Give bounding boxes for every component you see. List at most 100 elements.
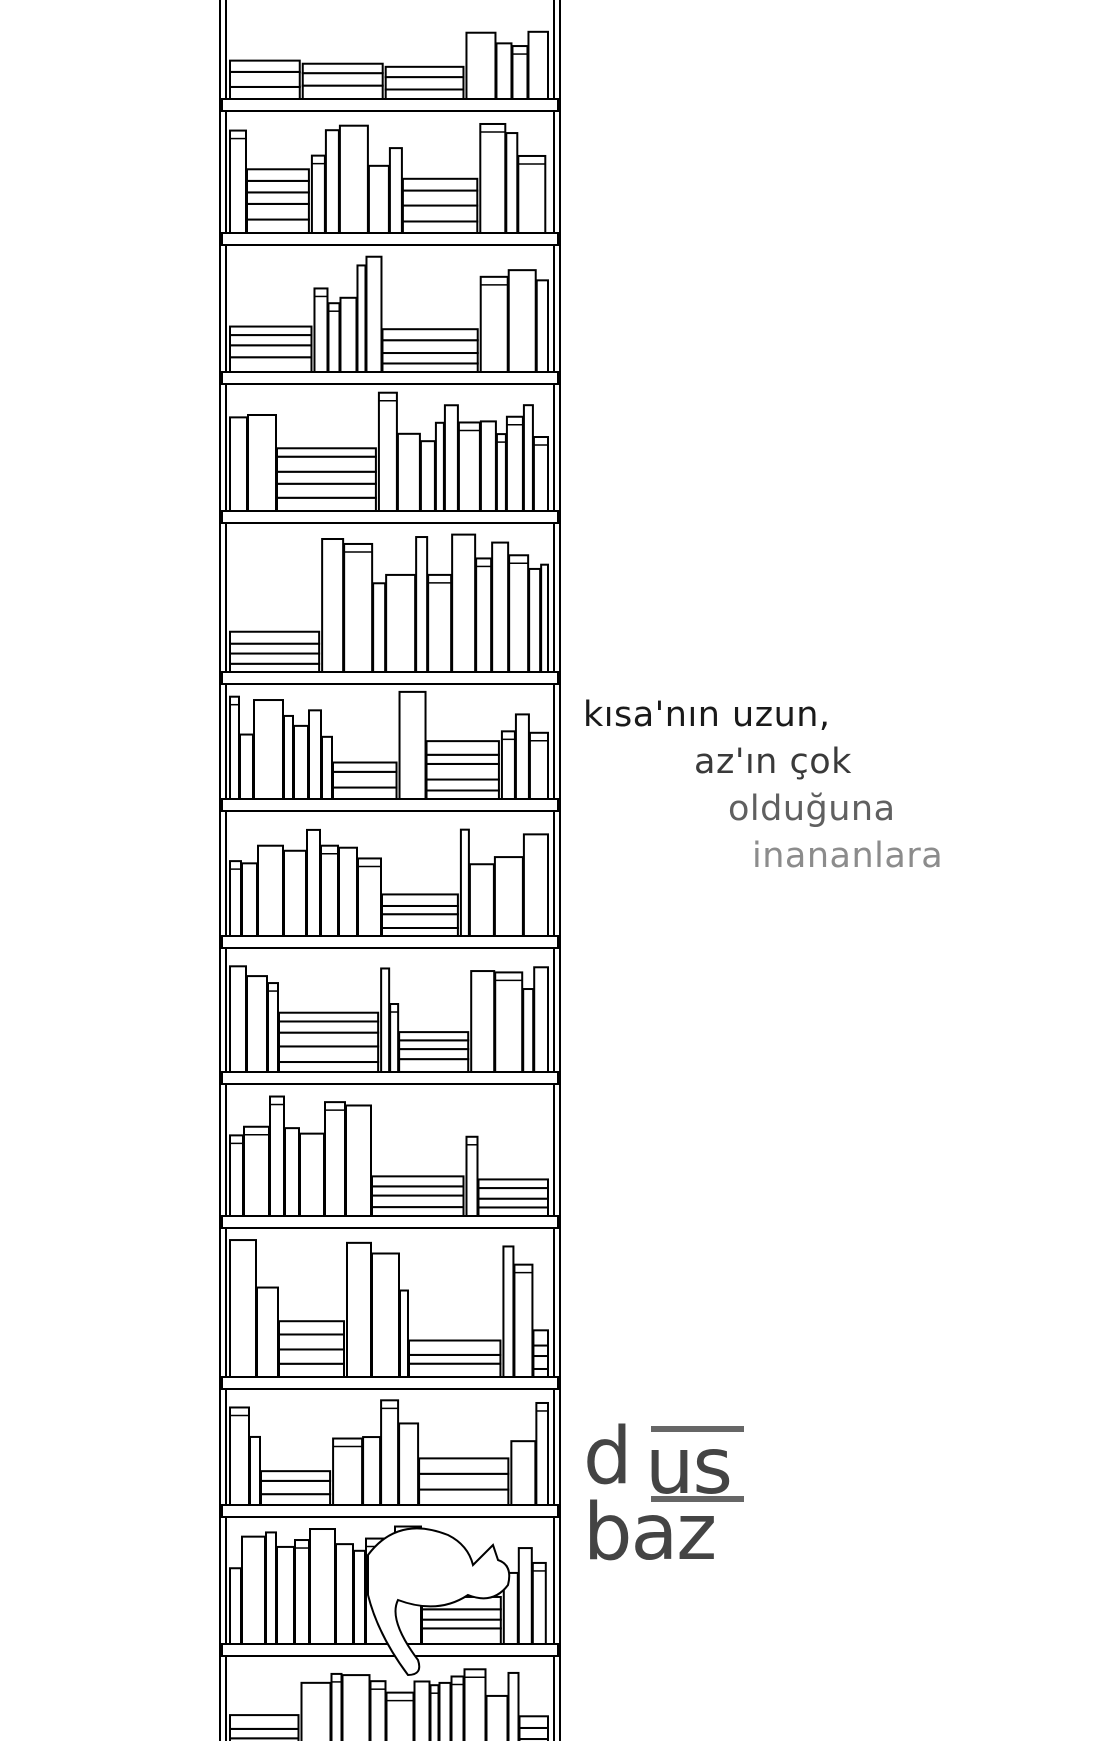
book-stack: [229, 652, 321, 665]
book: [415, 536, 429, 673]
book: [528, 731, 549, 801]
book: [389, 1003, 400, 1073]
book-stack: [381, 362, 479, 373]
book-stack: [421, 1627, 502, 1646]
book-stack: [532, 1344, 550, 1358]
book: [398, 1422, 420, 1506]
book: [533, 966, 549, 1074]
book-stack: [425, 778, 500, 792]
book-stack: [401, 189, 479, 207]
book-stack: [477, 1206, 549, 1217]
book-stack: [332, 786, 398, 801]
book: [327, 302, 341, 373]
book: [372, 582, 387, 673]
book: [229, 860, 242, 937]
book-stack: [332, 770, 398, 789]
book-stack: [398, 1048, 470, 1061]
book-stack: [229, 334, 313, 347]
book: [369, 1680, 387, 1741]
shelf-board: [221, 671, 559, 685]
logo-baz: baz: [583, 1488, 717, 1578]
book: [514, 713, 530, 800]
book: [306, 828, 321, 937]
book-stack: [276, 470, 377, 485]
book: [429, 1684, 440, 1741]
shelf-board: [221, 1504, 559, 1518]
book-stack: [246, 179, 310, 194]
book: [313, 287, 329, 373]
book: [513, 1263, 534, 1379]
book: [470, 970, 496, 1074]
book-stack: [421, 1618, 502, 1630]
book: [427, 573, 453, 673]
logo-bar-bottom: [651, 1496, 744, 1502]
book: [345, 1104, 372, 1217]
bookshelf-illustration: [219, 0, 561, 1741]
book: [495, 433, 507, 513]
book: [332, 1437, 364, 1506]
book: [339, 296, 358, 374]
book: [413, 1680, 431, 1741]
book: [243, 1125, 270, 1217]
logo-d: d: [583, 1412, 632, 1502]
book: [459, 828, 470, 937]
book: [338, 124, 369, 234]
book: [229, 416, 248, 513]
book: [229, 1406, 250, 1506]
shelf-board: [221, 1376, 559, 1390]
book-stack: [229, 1727, 300, 1740]
book: [241, 862, 258, 937]
book: [438, 1681, 452, 1741]
book-stack: [425, 740, 500, 756]
book: [522, 988, 535, 1073]
book: [457, 421, 481, 512]
book: [300, 1681, 332, 1741]
book: [247, 413, 277, 513]
book-stack: [381, 352, 479, 365]
book: [229, 1567, 242, 1645]
book-stack: [518, 1726, 549, 1741]
book-stack: [229, 85, 301, 100]
book: [330, 1672, 343, 1741]
logo-us: us: [645, 1422, 733, 1512]
book: [269, 1095, 285, 1218]
shelf-board: [221, 1071, 559, 1085]
book: [357, 857, 382, 938]
book: [500, 730, 516, 800]
book: [443, 404, 459, 513]
book-stack: [246, 191, 310, 205]
book-stack: [278, 1011, 380, 1023]
book: [335, 1543, 354, 1646]
book: [338, 846, 358, 937]
book-stack: [381, 913, 459, 929]
book-stack: [301, 62, 384, 75]
book-stack: [401, 220, 479, 235]
dedication-line-3: olduğuna: [728, 789, 896, 829]
book: [495, 42, 513, 100]
book: [531, 1561, 547, 1645]
book: [528, 567, 542, 673]
book: [283, 714, 294, 800]
book: [324, 1101, 346, 1217]
book-stack: [332, 761, 398, 773]
book-stack: [398, 1031, 470, 1042]
book: [256, 1286, 279, 1379]
book-stack: [407, 1339, 502, 1356]
book: [396, 432, 421, 512]
book-stack: [229, 59, 301, 73]
book: [309, 1528, 336, 1645]
book-stack: [532, 1367, 550, 1379]
book: [320, 844, 339, 937]
publisher-logo: d us baz: [583, 1418, 763, 1583]
book-stack: [371, 1194, 465, 1209]
book: [434, 421, 445, 512]
book-stack: [278, 1348, 345, 1365]
book-stack: [229, 344, 313, 359]
book: [267, 982, 279, 1073]
book-stack: [276, 455, 377, 473]
book-stack: [425, 762, 500, 781]
book: [353, 1549, 366, 1645]
book: [463, 1668, 487, 1741]
book: [241, 1535, 266, 1645]
book-stack: [246, 168, 310, 182]
